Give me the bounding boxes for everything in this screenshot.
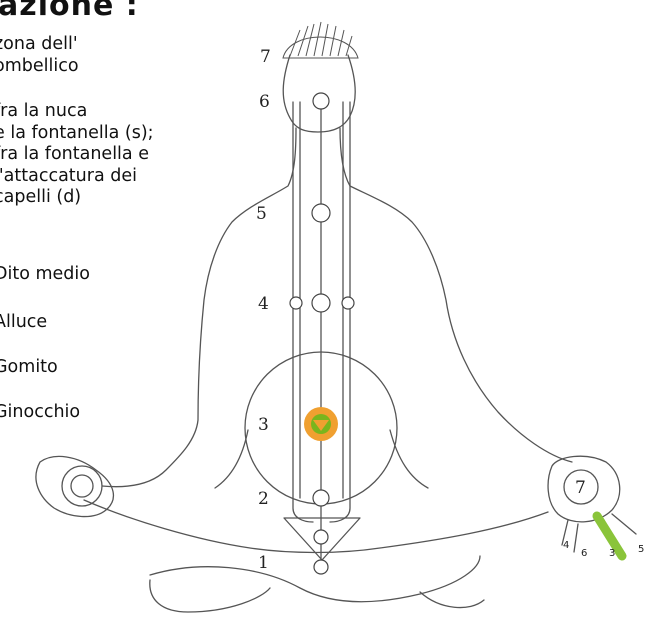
legs-outline <box>84 500 548 553</box>
crown-lotus <box>283 22 358 58</box>
chakra-6-point <box>313 93 329 109</box>
chakra-number-5: 5 <box>256 204 267 224</box>
chakra-5-point <box>312 204 330 222</box>
chakra-number-6: 6 <box>259 92 270 112</box>
finger-number-3: 3 <box>609 548 615 559</box>
nadi-outer-left <box>293 102 313 522</box>
chakra-base-point <box>314 530 328 544</box>
hand-left-ring-outer <box>62 466 102 506</box>
chakra-number-1: 1 <box>258 553 269 573</box>
chakra-4-point <box>312 294 330 312</box>
chakra-3-highlight <box>304 407 338 441</box>
chakra-4-right-node <box>342 297 354 309</box>
nadi-outer-right <box>330 102 350 522</box>
body-right-outline <box>340 128 572 462</box>
chakra-number-3: 3 <box>258 415 269 435</box>
finger-number-4: 4 <box>563 540 569 551</box>
chakra-1-point <box>314 560 328 574</box>
chakra-number-2: 2 <box>258 489 269 509</box>
waist-left <box>215 430 248 488</box>
finger-number-5: 5 <box>638 544 644 555</box>
hand-left-ring-inner <box>71 475 93 497</box>
chakra-number-4: 4 <box>258 294 269 314</box>
chakra-4-left-node <box>290 297 302 309</box>
hand-marker-number: 7 <box>575 478 586 498</box>
foot-left <box>150 580 270 612</box>
foot-right <box>420 592 484 608</box>
chakra-2-point <box>313 490 329 506</box>
chakra-number-7: 7 <box>260 47 271 67</box>
finger-number-6: 6 <box>581 548 587 559</box>
